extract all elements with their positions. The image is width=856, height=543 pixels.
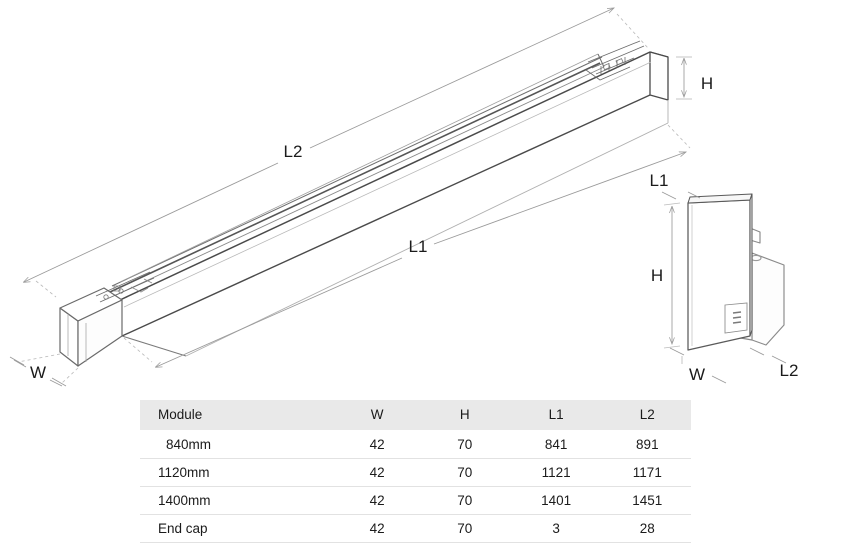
cell-module: 1400mm [140,486,334,515]
dimension-line-H-endcap [663,202,681,349]
cell-l2: 28 [603,514,691,543]
cell-l2: 1171 [603,458,691,487]
linear-module-body [109,51,669,357]
header-h: H [420,400,509,431]
dimension-label-L2-endcap: L2 [780,361,799,380]
cell-l1: 841 [508,430,604,459]
cell-w: 42 [333,486,421,515]
dimension-line-W-main [9,353,79,387]
dimension-line-W-endcap [669,347,727,384]
end-cap-label-plate [724,302,748,334]
cell-w: 42 [333,458,421,487]
dimension-line-L2-endcap [749,347,787,364]
header-l2: L2 [603,400,691,431]
cell-l2: 1451 [603,486,691,515]
cell-h: 70 [420,514,509,543]
module-connector-detail-right [585,40,645,81]
table-row: 840mm 42 70 841 891 [140,430,691,459]
cell-l1: 1121 [508,458,604,487]
cell-h: 70 [420,430,509,459]
dimension-line-L2-main [24,8,649,298]
table-row: 1400mm 42 70 1401 1451 [140,486,691,515]
cell-module: 840mm [140,430,334,459]
cell-h: 70 [420,458,509,487]
cell-l1: 3 [508,514,604,543]
dimension-label-L2-main: L2 [284,142,303,161]
cell-h: 70 [420,486,509,515]
module-spec-table: Module W H L1 L2 840mm 42 70 841 891 112… [140,400,691,543]
table-row: 1120mm 42 70 1121 1171 [140,458,691,487]
dimension-label-W-endcap: W [689,365,705,384]
spec-table-container: Module W H L1 L2 840mm 42 70 841 891 112… [140,400,691,543]
dimension-line-L1-endcap [661,191,701,200]
cell-module: 1120mm [140,458,334,487]
table-header-row: Module W H L1 L2 [140,400,691,431]
module-end-cap-left [59,287,123,367]
dimension-label-W-main: W [30,363,46,382]
cell-l1: 1401 [508,486,604,515]
dimension-label-H-endcap: H [651,266,663,285]
module-connector-detail-left [95,271,155,303]
table-row: End cap 42 70 3 28 [140,514,691,543]
dimension-line-H-main [676,56,692,100]
header-l1: L1 [508,400,604,431]
cell-module: End cap [140,514,334,543]
dimension-label-H-main: H [701,74,713,93]
header-w: W [333,400,421,431]
dimension-line-L1-main [123,124,691,367]
dimension-label-L1-main: L1 [409,237,428,256]
dimension-label-L1-endcap: L1 [650,171,669,190]
header-module: Module [140,400,334,431]
cell-l2: 891 [603,430,691,459]
cell-w: 42 [333,514,421,543]
cell-w: 42 [333,430,421,459]
